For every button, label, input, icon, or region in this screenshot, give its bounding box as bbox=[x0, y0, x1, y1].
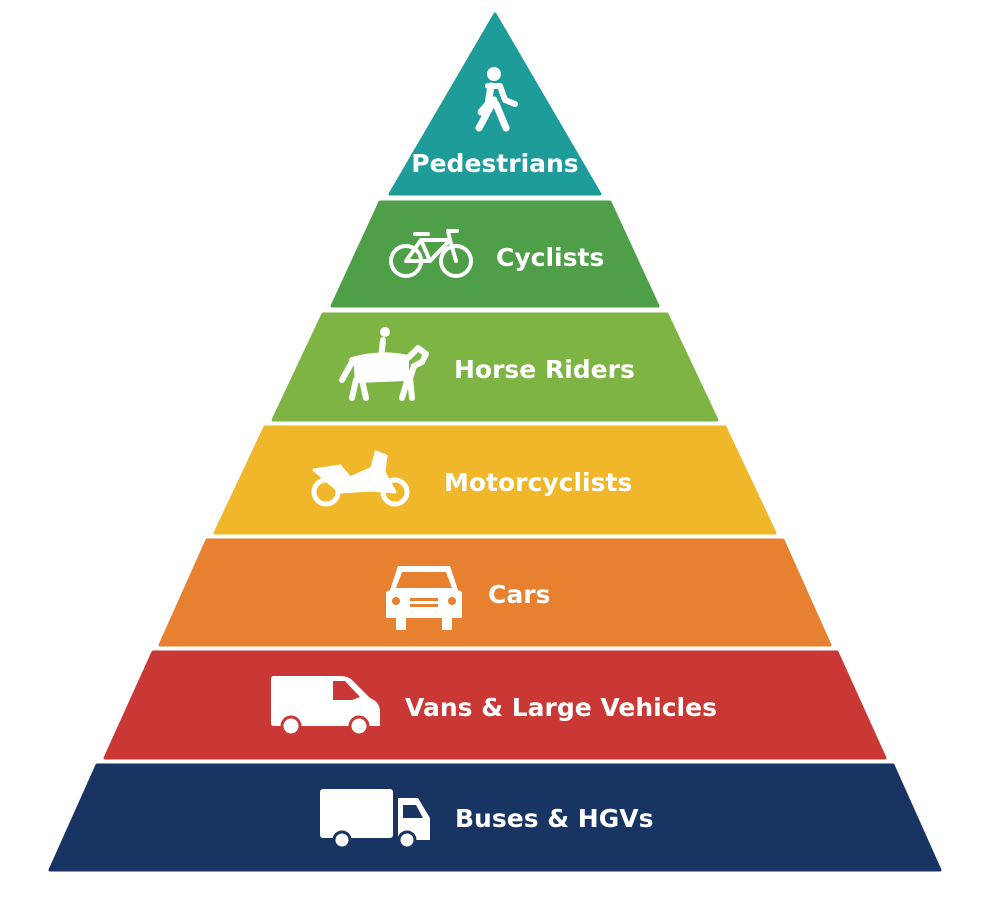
tier-label: Horse Riders bbox=[454, 355, 635, 384]
tier-label: Pedestrians bbox=[411, 149, 578, 178]
tier-label: Cyclists bbox=[496, 243, 604, 272]
tier-pedestrians: Pedestrians bbox=[388, 12, 602, 196]
tier-label: Vans & Large Vehicles bbox=[405, 693, 717, 722]
tier-horse-riders: Horse Riders bbox=[271, 312, 719, 422]
truck-icon bbox=[320, 789, 430, 850]
van-icon bbox=[271, 676, 380, 737]
tier-vans: Vans & Large Vehicles bbox=[103, 650, 887, 760]
tier-band bbox=[213, 425, 777, 535]
tier-band bbox=[158, 538, 832, 647]
tier-cars: Cars bbox=[158, 538, 832, 647]
tier-label: Cars bbox=[488, 580, 550, 609]
car-icon bbox=[386, 566, 462, 630]
motorcycle-icon bbox=[311, 450, 410, 507]
tier-motorcyclists: Motorcyclists bbox=[213, 425, 777, 535]
tier-band bbox=[330, 200, 660, 308]
tier-band bbox=[48, 763, 942, 872]
bicycle-icon bbox=[389, 229, 473, 278]
tier-cyclists: Cyclists bbox=[330, 200, 660, 308]
tier-buses-hgvs: Buses & HGVs bbox=[48, 763, 942, 872]
horse-rider-icon bbox=[339, 327, 429, 401]
pedestrian-icon bbox=[475, 67, 518, 132]
tier-label: Motorcyclists bbox=[444, 468, 632, 497]
tier-label: Buses & HGVs bbox=[455, 804, 653, 833]
